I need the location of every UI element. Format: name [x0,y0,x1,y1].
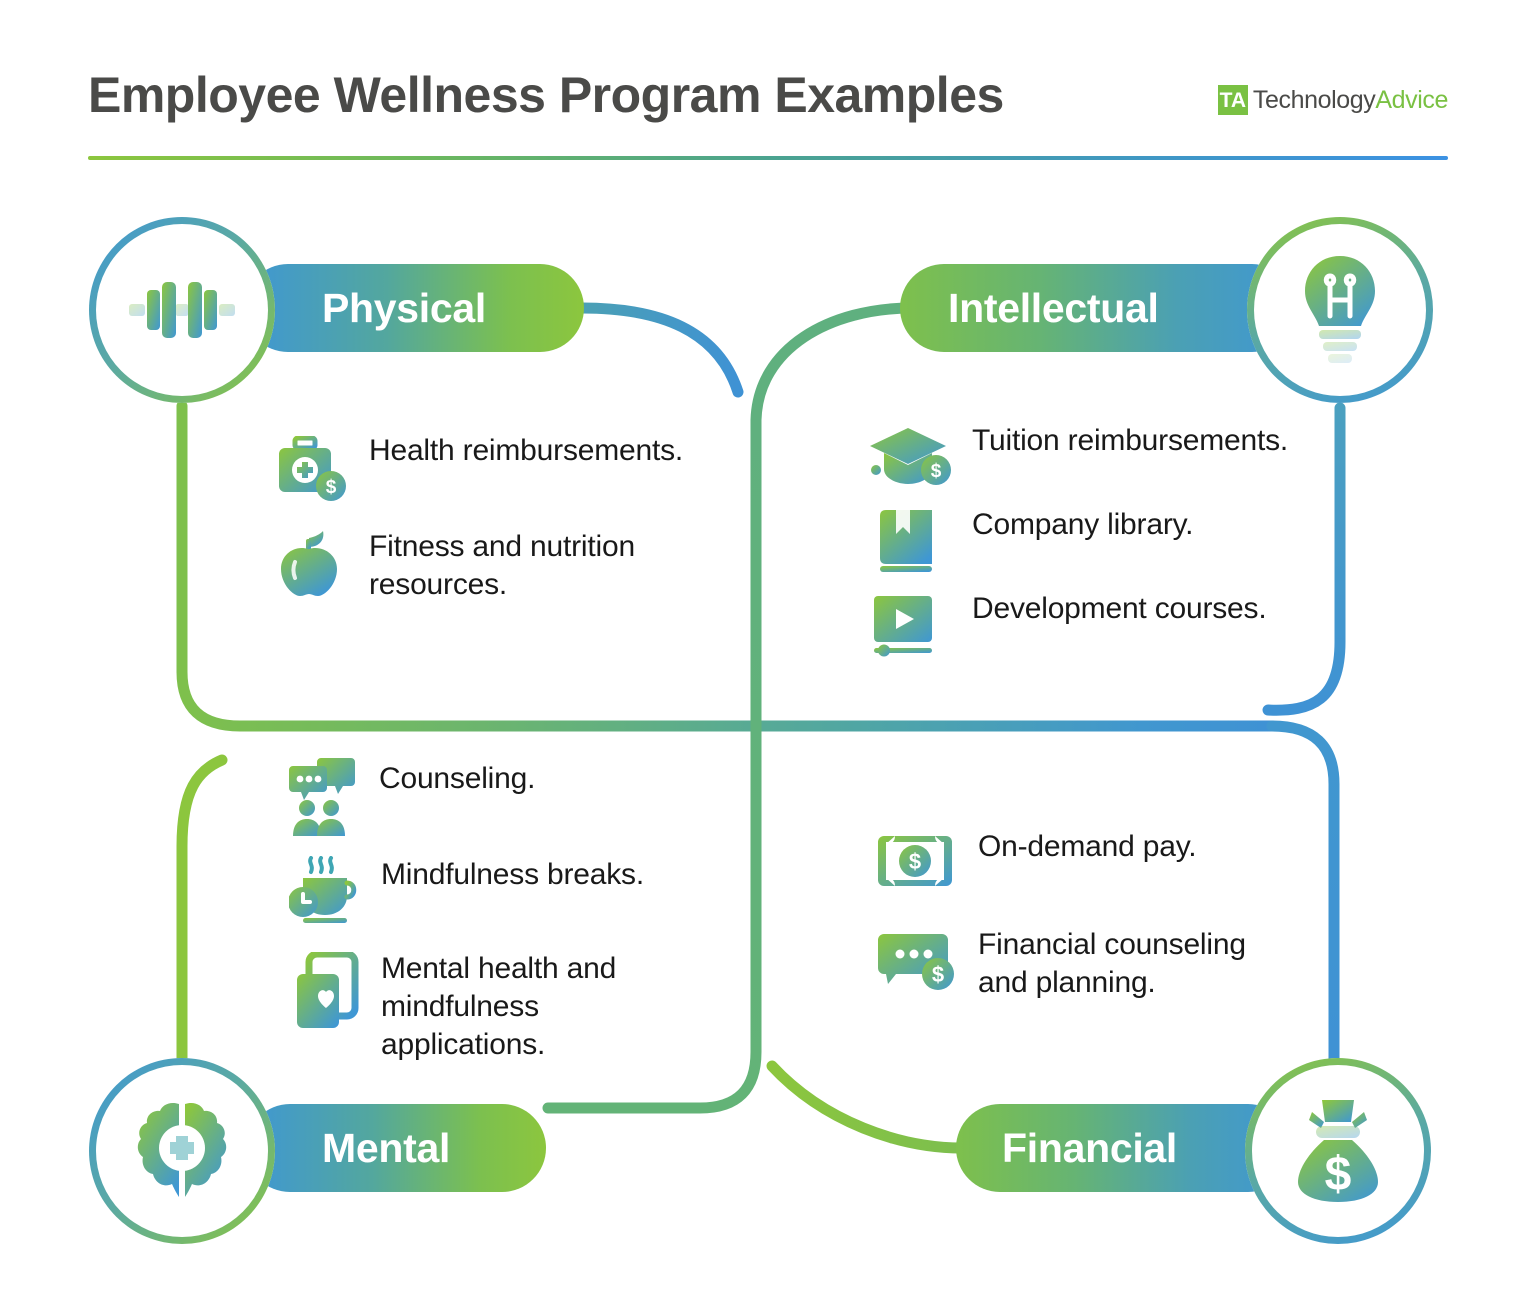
connector-physical-to-center [576,302,744,398]
pill-label-physical: Physical [322,284,486,331]
banknote-dollar-icon: $ [878,836,952,886]
list-item: Mental health and mindfulness applicatio… [285,950,665,1063]
list-item-label: Company library. [972,508,1194,541]
list-item: $ On-demand pay. [876,828,1296,892]
book-bookmark-icon [880,510,932,572]
coffee-clock-icon [289,856,357,923]
pill-physical[interactable]: Physical [244,264,584,352]
list-item-label: Fitness and nutrition resources. [369,530,635,601]
medical-kit-dollar-icon: $ [279,436,346,501]
video-play-icon [874,596,932,657]
pill-intellectual[interactable]: Intellectual [900,264,1296,352]
list-item: $ Tuition reimbursements. [868,422,1298,490]
list-item-label: Financial counseling and planning. [978,928,1246,999]
node-icon-wrap-mental [96,1065,268,1237]
list-item-label: On-demand pay. [978,830,1197,863]
brain-plus-icon [137,1102,227,1197]
node-circle-financial[interactable]: $ [1245,1058,1431,1244]
node-icon-wrap-physical [96,224,268,396]
list-item: Mindfulness breaks. [285,856,665,932]
node-circle-intellectual[interactable] [1247,217,1433,403]
mobile-heart-icon [297,952,359,1028]
apple-icon [281,531,337,596]
technologyadvice-logo: TA TechnologyAdvice [1217,85,1449,115]
logo-mark-ta: TA [1217,85,1248,115]
pill-label-financial: Financial [1002,1124,1178,1171]
item-list-physical: $ Health reimbursements. Fitness and nut… [275,432,695,626]
list-item: $ Financial counseling and planning. [876,926,1296,1002]
node-icon-wrap-intellectual [1254,224,1426,396]
node-circle-mental[interactable] [89,1058,275,1244]
list-item-label: Mental health and mindfulness applicatio… [381,952,617,1061]
logo-word-technology: Technology [1252,85,1376,114]
list-item: Company library. [868,506,1298,574]
list-item-label: Mindfulness breaks. [381,858,644,891]
svg-text:$: $ [909,849,921,874]
connector-mental-loop [176,754,228,1110]
logo-word-advice: Advice [1375,85,1448,114]
list-item: Development courses. [868,590,1298,660]
pill-mental[interactable]: Mental [246,1104,546,1192]
pill-label-mental: Mental [322,1124,451,1171]
node-icon-wrap-financial: $ [1252,1065,1424,1237]
svg-text:$: $ [932,962,944,987]
list-item-label: Health reimbursements. [369,434,684,467]
pill-financial[interactable]: Financial [956,1104,1292,1192]
page-title: Employee Wellness Program Examples [88,67,1004,123]
svg-text:$: $ [1325,1148,1352,1201]
graduation-cap-dollar-icon: $ [870,428,951,485]
list-item: Counseling. [285,758,665,838]
list-item-label: Development courses. [972,592,1267,625]
list-item: $ Health reimbursements. [275,432,695,506]
item-list-financial: $ On-demand pay. $ Financial counseling … [876,828,1296,1036]
people-chat-icon [289,758,355,836]
money-bag-icon: $ [1298,1100,1378,1202]
list-item-label: Counseling. [379,762,536,795]
list-item: Fitness and nutrition resources. [275,528,695,604]
dumbbell-icon [129,282,235,338]
list-item-label: Tuition reimbursements. [972,424,1289,457]
logo-wordmark: TechnologyAdvice [1252,85,1449,115]
svg-text:$: $ [931,461,942,482]
pill-label-intellectual: Intellectual [948,284,1159,331]
chat-dollar-icon: $ [878,934,954,990]
header-divider [88,156,1448,160]
svg-text:$: $ [326,477,337,498]
connector-center-to-financial [766,1060,968,1154]
lightbulb-icon [1305,256,1375,363]
item-list-mental: Counseling. Mindfulness breaks. Mental [285,758,665,1081]
item-list-intellectual: $ Tuition reimbursements. Company librar… [868,422,1298,676]
node-circle-physical[interactable] [89,217,275,403]
